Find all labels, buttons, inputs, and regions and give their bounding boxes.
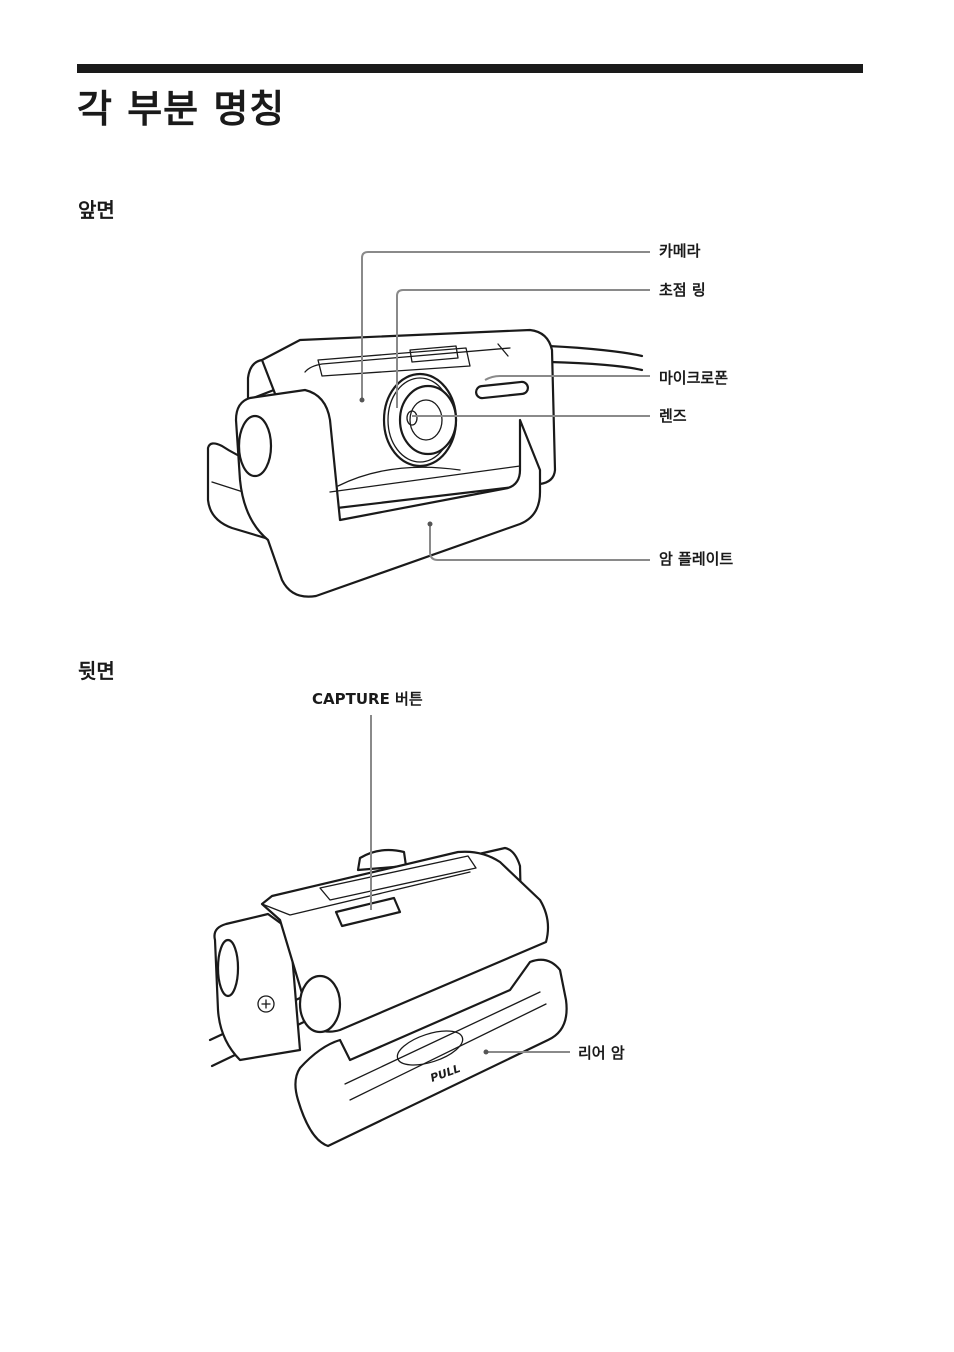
- rear-side-knob: [218, 940, 238, 996]
- rear-cable-connector: [300, 976, 340, 1032]
- label-capture-button: CAPTURE 버튼: [312, 688, 423, 709]
- label-rear-arm: 리어 암: [578, 1042, 625, 1063]
